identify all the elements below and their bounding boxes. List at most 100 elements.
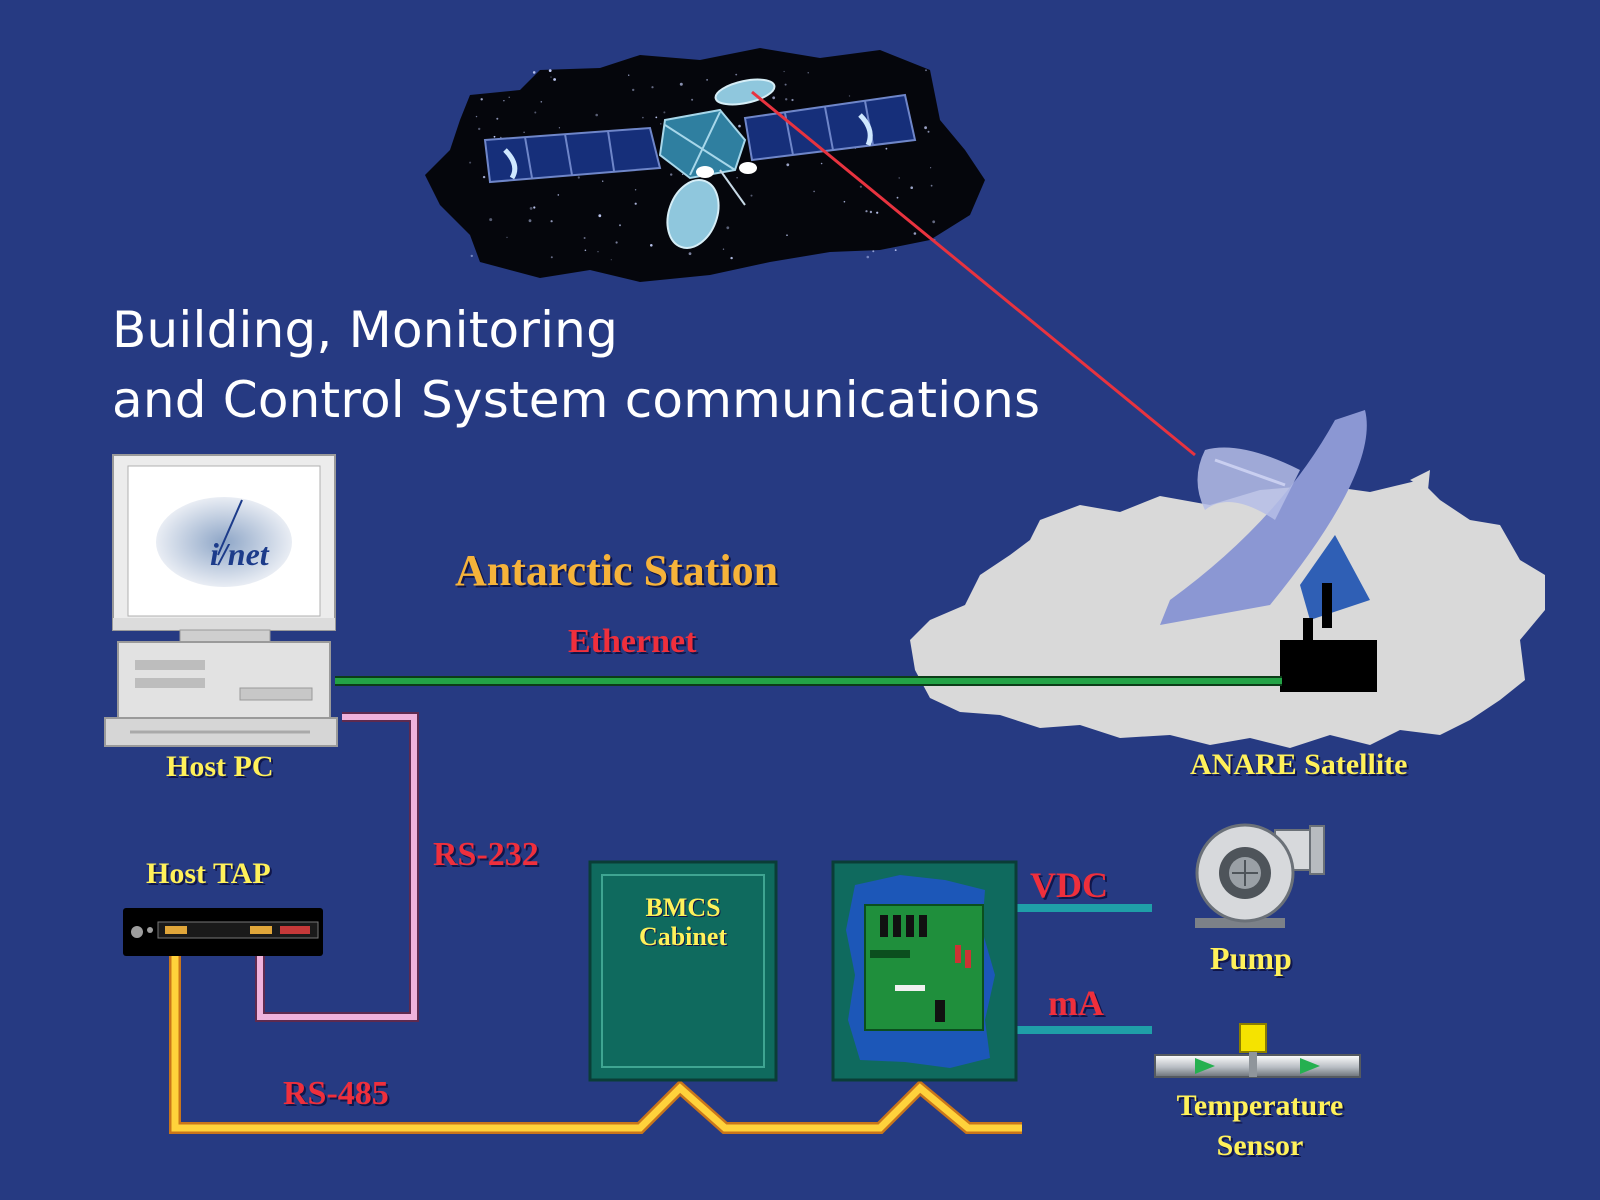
rs232-label: RS-232 (433, 836, 539, 873)
anare-satellite-label: ANARE Satellite (1190, 748, 1408, 781)
star (925, 69, 927, 72)
star (493, 135, 496, 138)
ground-station-base (1280, 640, 1377, 692)
star (726, 226, 730, 230)
star (750, 194, 753, 197)
star (496, 117, 499, 120)
star (807, 72, 809, 74)
star (691, 98, 694, 101)
star (688, 252, 692, 256)
rs232-link (255, 712, 419, 1022)
star (738, 124, 741, 128)
controller-cabinet-icon (831, 860, 1018, 1082)
star (660, 123, 662, 125)
star (706, 79, 708, 81)
satellite-space-image (425, 48, 985, 282)
diagram-title-line-1: Building, Monitoring (112, 301, 619, 359)
star (558, 127, 561, 129)
star (478, 127, 481, 131)
star (534, 111, 537, 114)
pump-icon (1195, 823, 1325, 928)
star (772, 96, 776, 100)
star (786, 234, 788, 236)
star (786, 163, 790, 167)
star (540, 101, 543, 103)
star (866, 255, 870, 259)
star (722, 248, 725, 250)
star (584, 249, 587, 252)
star (791, 98, 794, 102)
star (859, 185, 863, 188)
star (843, 200, 846, 203)
bmcs-cabinet-label-line-2: Cabinet (638, 922, 728, 951)
star (634, 189, 637, 191)
star (598, 214, 602, 218)
solar-panel-right (743, 93, 917, 162)
star (651, 86, 654, 89)
star (910, 186, 913, 189)
rs485-label: RS-485 (283, 1075, 389, 1112)
star (508, 96, 510, 99)
host-pc-label: Host PC (166, 750, 274, 783)
star (932, 220, 936, 224)
star (577, 176, 580, 179)
star (503, 100, 505, 102)
star (532, 71, 536, 74)
satellite-body (658, 78, 776, 249)
star (679, 82, 683, 86)
antarctica-landmass (910, 480, 1545, 748)
temperature-sensor-icon (1154, 1023, 1361, 1078)
star (784, 83, 787, 86)
star (896, 196, 899, 199)
star (872, 250, 875, 253)
star (682, 173, 684, 175)
temperature-sensor-label-line-1: Temperature (1176, 1089, 1344, 1122)
star (913, 232, 917, 235)
star (736, 177, 738, 179)
star (898, 177, 900, 179)
star (642, 116, 644, 119)
star (820, 162, 823, 165)
star (628, 74, 630, 76)
star (602, 180, 604, 182)
star (529, 207, 533, 210)
host-pc-icon: i/net (104, 454, 338, 747)
star (876, 211, 879, 214)
star (730, 256, 733, 260)
star (894, 249, 897, 252)
satellite-dish-icon (1160, 410, 1377, 692)
bmcs-cabinet-label-line-1: BMCS (645, 893, 721, 922)
star (634, 202, 637, 205)
star (650, 244, 653, 247)
diagram-title-line-2: and Control System communications (112, 371, 1041, 429)
rs232-port (250, 926, 272, 934)
host-tap-device-icon (123, 908, 323, 956)
ma-label: mA (1048, 983, 1104, 1023)
star (655, 116, 658, 119)
star (615, 241, 618, 244)
host-tap-label: Host TAP (146, 857, 271, 890)
star (482, 175, 486, 179)
temperature-sensor-label: Temperature Sensor (1155, 1086, 1365, 1166)
star (548, 69, 552, 72)
star (557, 194, 560, 196)
star (469, 161, 472, 164)
star (783, 70, 785, 73)
vdc-label: VDC (1030, 865, 1108, 905)
star (924, 126, 927, 130)
star (475, 115, 478, 118)
star (550, 220, 553, 223)
star (470, 254, 473, 258)
star (550, 256, 553, 259)
star (583, 237, 586, 239)
satellite-uplink-line (751, 90, 1196, 457)
solar-panel-left (483, 126, 662, 184)
antarctic-station-label: Antarctic Station (455, 546, 779, 595)
star (553, 78, 556, 81)
star (735, 73, 738, 76)
star (595, 113, 598, 117)
monitor-logo: i/net (210, 536, 270, 572)
star (610, 259, 612, 261)
ethernet-label: Ethernet (568, 623, 697, 660)
